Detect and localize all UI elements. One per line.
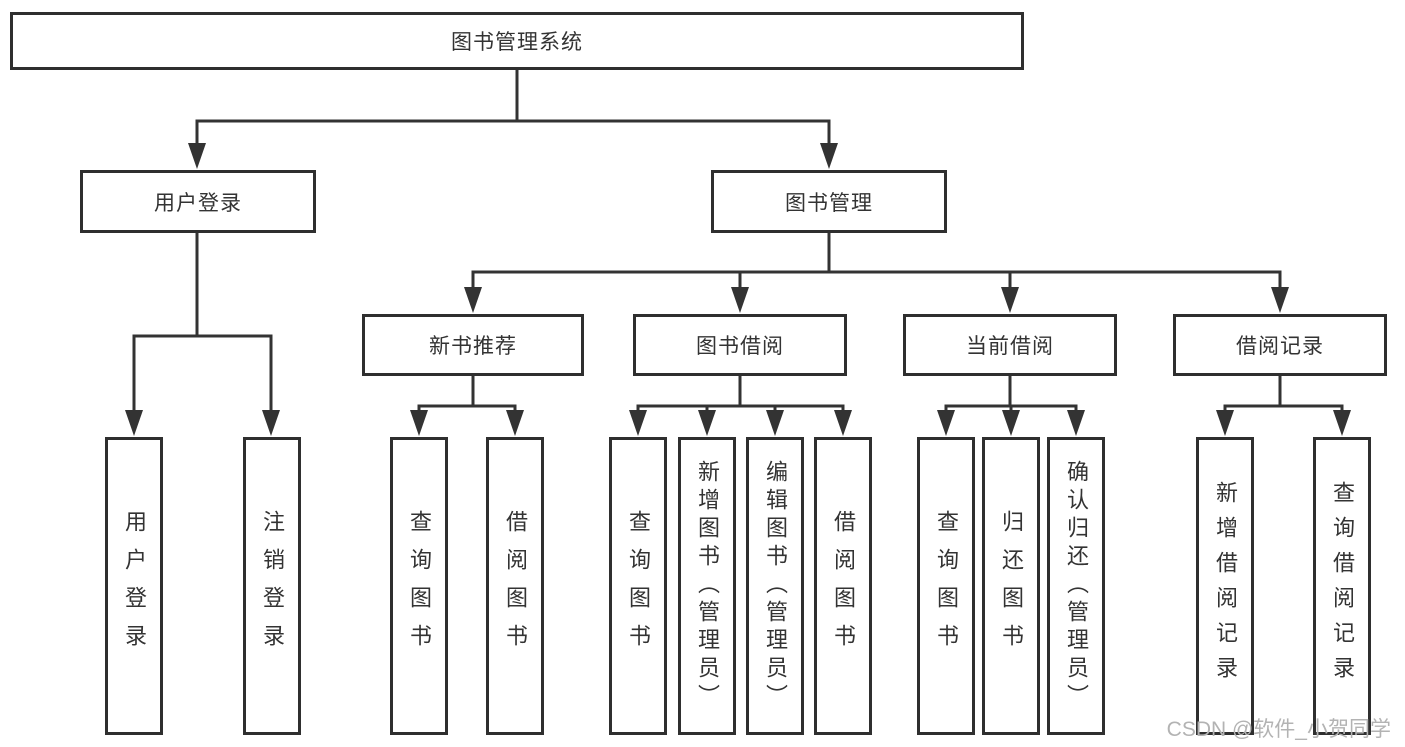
node-label: 用户登录 [122,510,147,662]
node-label: 借阅图书 [503,510,528,662]
leaf-user-login: 用户登录 [105,437,163,735]
connector-records-to-leaves [1223,376,1344,416]
node-current-borrowing: 当前借阅 [903,314,1117,376]
leaf-edit-book-admin: 编辑图书（管理员） [746,437,804,735]
arrowheads-current-leaves [937,410,1085,436]
node-borrowing-records: 借阅记录 [1173,314,1387,376]
arrowheads-login-leaves [125,410,280,436]
leaf-query-books-under-recommend: 查询图书 [390,437,448,735]
leaf-query-books-under-borrowing: 查询图书 [609,437,667,735]
leaf-borrow-books-under-recommend: 借阅图书 [486,437,544,735]
leaf-return-books: 归还图书 [982,437,1040,735]
leaf-add-book-admin: 新增图书（管理员） [678,437,736,735]
node-label: 查询图书 [934,510,959,662]
connector-mgmt-to-level3 [471,233,1282,292]
node-user-login: 用户登录 [80,170,316,233]
arrowheads-borrow-leaves [629,410,852,436]
connector-root-to-level2 [195,70,831,146]
node-label: 图书借阅 [696,335,784,358]
node-book-management: 图书管理 [711,170,947,233]
leaf-confirm-return-admin: 确认归还（管理员） [1047,437,1105,735]
node-label: 新书推荐 [429,335,517,358]
node-label: 查询图书 [407,510,432,662]
node-label: 借阅记录 [1236,335,1324,358]
arrowheads-newrec-leaves [410,410,524,436]
leaf-borrow-books-under-borrowing: 借阅图书 [814,437,872,735]
arrowheads-level3 [464,287,1289,313]
node-label: 新增借阅记录 [1213,481,1238,691]
node-label: 注销登录 [260,510,285,662]
node-book-borrowing: 图书借阅 [633,314,847,376]
leaf-add-borrow-record: 新增借阅记录 [1196,437,1254,735]
node-label: 当前借阅 [966,335,1054,358]
connector-borrow-to-leaves [636,376,845,416]
node-label: 用户登录 [154,191,242,215]
node-label: 编辑图书（管理员） [763,460,788,712]
node-new-book-recommend: 新书推荐 [362,314,584,376]
connector-login-to-leaves [132,233,273,415]
arrowheads-level2 [188,143,838,169]
csdn-watermark: CSDN @软件_小贺同学 [1166,718,1391,741]
node-label: 查询图书 [626,510,651,662]
node-label: 图书管理系统 [451,31,583,54]
leaf-logout: 注销登录 [243,437,301,735]
node-label: 查询借阅记录 [1330,481,1355,691]
connector-newrec-to-leaves [417,376,517,416]
node-library-management-system: 图书管理系统 [10,12,1024,70]
node-label: 图书管理 [785,191,873,215]
node-label: 归还图书 [999,510,1024,662]
node-label: 新增图书（管理员） [695,460,720,712]
node-label: 借阅图书 [831,510,856,662]
leaf-query-books-under-current: 查询图书 [917,437,975,735]
arrowheads-records-leaves [1216,410,1351,436]
node-label: 确认归还（管理员） [1064,460,1089,712]
leaf-query-borrow-record: 查询借阅记录 [1313,437,1371,735]
